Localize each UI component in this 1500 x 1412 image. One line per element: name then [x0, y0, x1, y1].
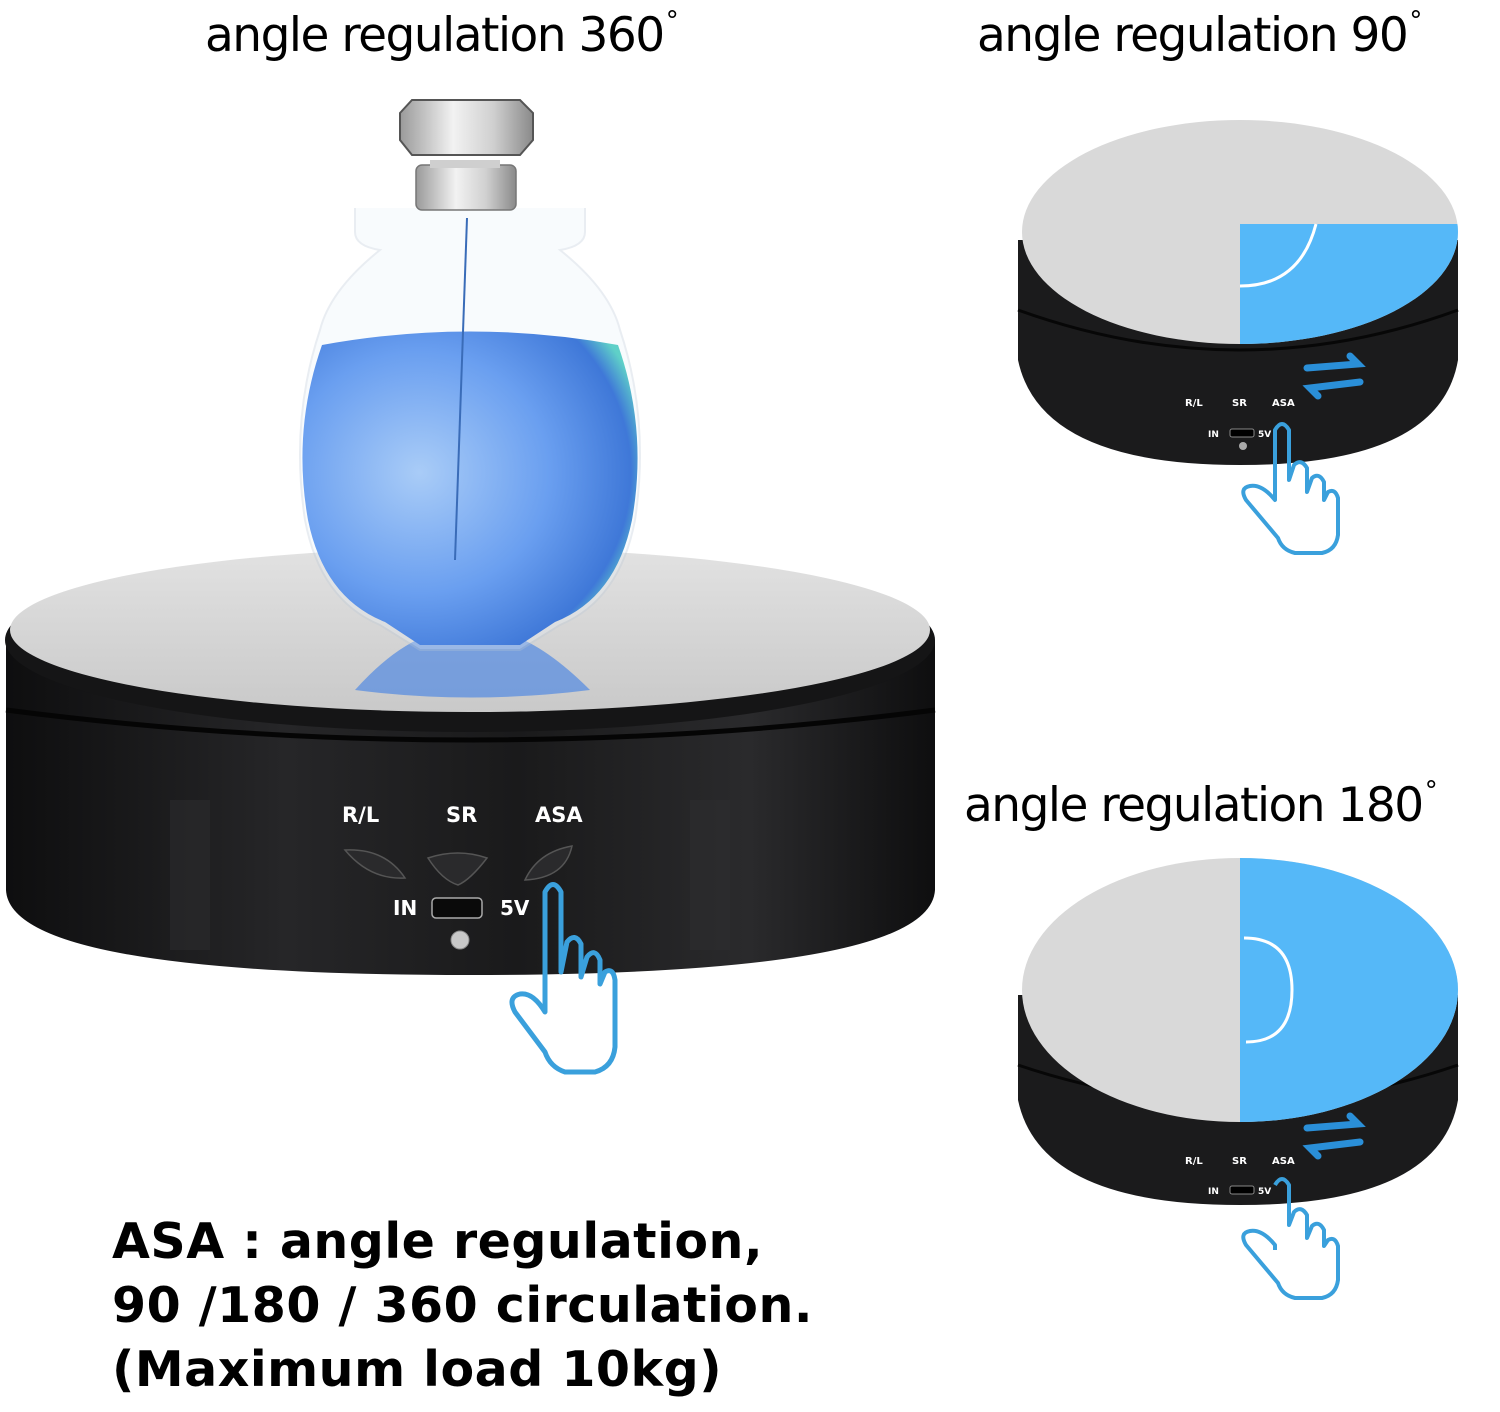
main-turntable-illustration: R/L SR ASA IN 5V [0, 80, 960, 1075]
pointing-hand-icon [1241, 422, 1340, 555]
turntable-90-graphic: R/L SR ASA IN 5V [1017, 120, 1459, 555]
button-label-sr-small: SR [1232, 1156, 1247, 1167]
pointing-hand-icon-lower [1241, 1228, 1340, 1300]
port-label-5v-small: 5V [1258, 1187, 1271, 1197]
title-90-text: angle regulation 90 [977, 8, 1409, 63]
degree-symbol: ° [665, 6, 679, 36]
button-label-asa-small: ASA [1272, 398, 1295, 409]
title-360-text: angle regulation 360 [205, 8, 665, 63]
button-label-asa-small: ASA [1272, 1156, 1295, 1167]
degree-symbol: ° [1409, 6, 1422, 36]
port-label-in: IN [393, 896, 417, 920]
caption-line-3: (Maximum load 10kg) [112, 1341, 723, 1398]
port-label-in-small: IN [1208, 430, 1219, 440]
title-360: angle regulation 360° [205, 6, 679, 59]
pointing-hand-icon [509, 882, 618, 1075]
button-label-rl-small: R/L [1185, 398, 1203, 409]
button-label-sr: SR [446, 803, 477, 827]
asa-caption: ASA : angle regulation, 90 /180 / 360 ci… [112, 1210, 813, 1402]
button-label-rl: R/L [342, 803, 379, 827]
title-180: angle regulation 180° [964, 776, 1438, 829]
port-label-in-small: IN [1208, 1187, 1219, 1197]
title-90: angle regulation 90° [977, 6, 1422, 59]
caption-line-1: ASA : angle regulation, [112, 1213, 764, 1270]
pointing-hand-icon [1273, 1177, 1340, 1255]
title-180-text: angle regulation 180 [964, 778, 1424, 833]
turntable-360-graphic: R/L SR ASA IN 5V [5, 99, 936, 975]
port-label-5v-small: 5V [1258, 430, 1271, 440]
turntable-180-graphic: R/L SR ASA IN 5V [1017, 858, 1459, 1255]
button-label-asa: ASA [535, 803, 583, 827]
turntable-90-illustration: R/L SR ASA IN 5V [1010, 120, 1470, 560]
port-label-5v: 5V [500, 896, 530, 920]
degree-symbol: ° [1424, 776, 1438, 806]
button-label-sr-small: SR [1232, 398, 1247, 409]
turntable-180-illustration: R/L SR ASA IN 5V [1010, 850, 1470, 1300]
button-label-rl-small: R/L [1185, 1156, 1203, 1167]
caption-line-2: 90 /180 / 360 circulation. [112, 1277, 813, 1334]
